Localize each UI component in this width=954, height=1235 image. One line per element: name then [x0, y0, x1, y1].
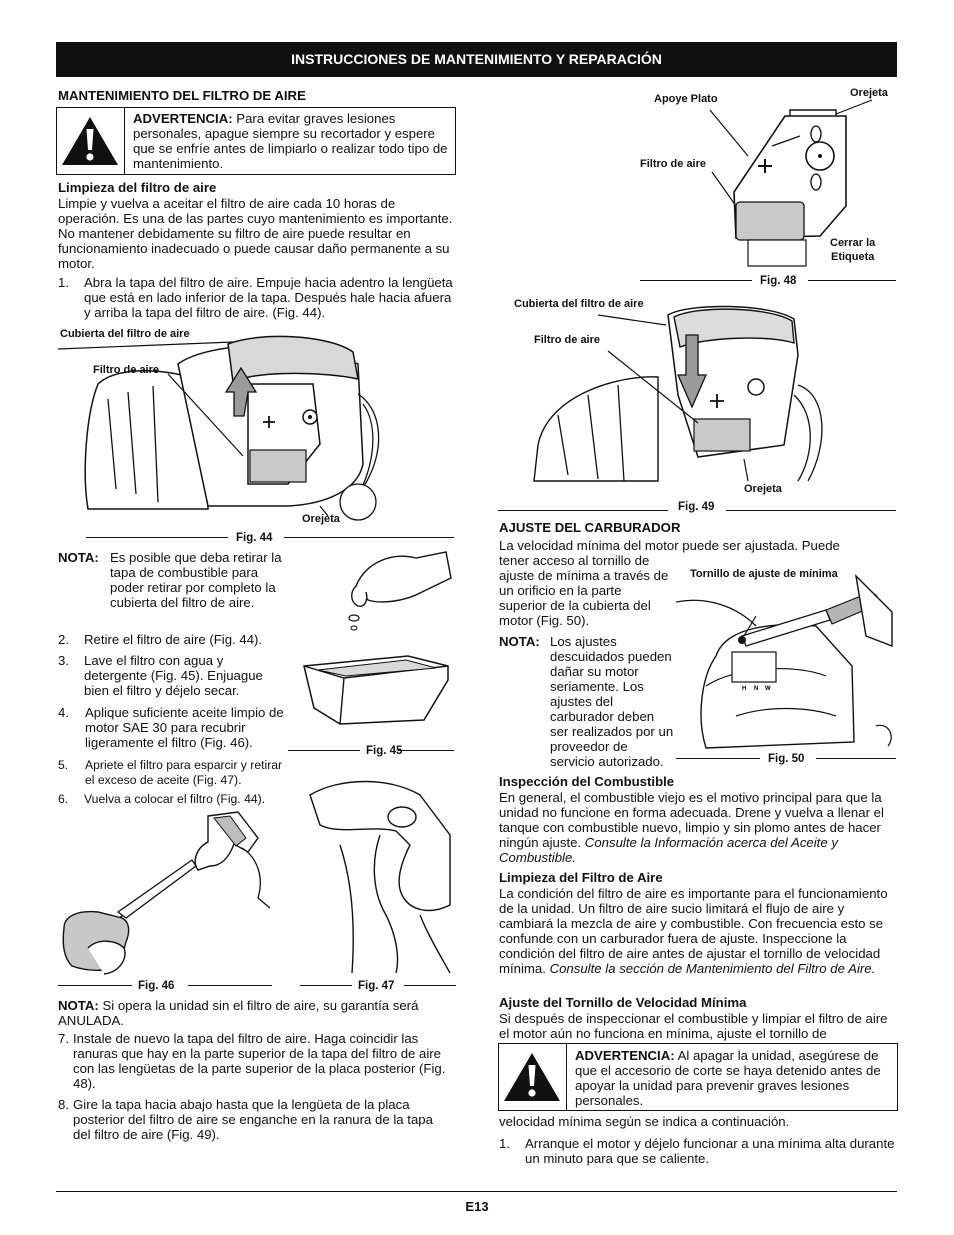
fig49-label-cover: Cubierta del filtro de aire	[514, 298, 644, 310]
figure-45	[296, 548, 454, 743]
figure-47	[300, 775, 456, 975]
carburetor-para-line1: La velocidad mínima del motor puede ser …	[499, 538, 840, 553]
fig50-caption: Fig. 50	[768, 753, 805, 765]
fig48-label-tab: Orejeta	[850, 87, 888, 99]
figure-44: Cubierta del filtro de aire Filtro de ai…	[57, 324, 454, 544]
fig48-label-tag: Etiqueta	[831, 251, 875, 263]
step-8: 8. Gire la tapa hacia abajo hasta que la…	[58, 1097, 433, 1142]
warning-box-1: ADVERTENCIA: Para evitar graves lesiones…	[56, 107, 456, 175]
step-7: 7. Instale de nuevo la tapa del filtro d…	[58, 1031, 446, 1091]
step-4: 4. Aplique suficiente aceite limpio de m…	[58, 705, 284, 750]
step-1: 1. Abra la tapa del filtro de aire. Empu…	[58, 275, 453, 320]
figure-48: Apoye Plato Orejeta Filtro de aire Cerra…	[640, 86, 896, 272]
carburetor-para-rest: tener acceso al tornillo de ajuste de mí…	[499, 553, 669, 628]
page-number: E13	[465, 1199, 489, 1214]
subheading-filter-cleaning: Limpieza del filtro de aire	[58, 180, 217, 195]
fig47-caption: Fig. 47	[358, 980, 395, 992]
note-2: NOTA: Si opera la unidad sin el filtro d…	[58, 998, 419, 1028]
filter-cover-closing-illustration	[533, 305, 823, 482]
paragraph-filter-intro: Limpie y vuelva a aceitar el filtro de a…	[58, 196, 453, 271]
air-filter-cover-illustration	[57, 335, 380, 521]
fig46-caption: Fig. 46	[138, 980, 175, 992]
fuel-inspection-para: En general, el combustible viejo es el m…	[499, 790, 884, 865]
carb-note-label: NOTA:	[499, 634, 540, 649]
page-header: INSTRUCCIONES DE MANTENIMIENTO Y REPARAC…	[56, 42, 897, 77]
subheading-air-filter-cleaning: Limpieza del Filtro de Aire	[499, 870, 663, 885]
warning-text: Para evitar graves lesiones personales, …	[133, 111, 448, 171]
fig50-label-screw: Tornillo de ajuste de mínima	[690, 568, 838, 580]
fig44-label-filter: Filtro de aire	[93, 364, 160, 376]
oil-squeeze-bottle-illustration	[62, 811, 271, 975]
warning-label: ADVERTENCIA:	[575, 1048, 675, 1063]
step-3: 3. Lave el filtro con agua y detergente …	[58, 653, 263, 698]
fig49-label-tab: Orejeta	[744, 483, 782, 495]
idle-screw-para: Si después de inspeccionar el combustibl…	[499, 1011, 888, 1041]
svg-text:H: H	[742, 686, 746, 692]
fig44-label-tab: Orejeta	[302, 513, 340, 525]
fig49-label-filter: Filtro de aire	[534, 334, 601, 346]
svg-text:N: N	[754, 686, 758, 692]
fig45-caption: Fig. 45	[366, 745, 403, 757]
fig48-label-filter: Filtro de aire	[640, 158, 707, 170]
warning-text: Al apagar la unidad, asegúrese de que el…	[575, 1048, 881, 1108]
right-step-1: 1. Arranque el motor y déjelo funcionar …	[499, 1136, 895, 1166]
fig44-caption: Fig. 44	[236, 532, 273, 544]
step-2: 2. Retire el filtro de aire (Fig. 44).	[58, 632, 263, 647]
step-6: 6. Vuelva a colocar el filtro (Fig. 44).	[58, 792, 266, 806]
filter-backplate-illustration	[709, 99, 873, 267]
section-title-carburetor: AJUSTE DEL CARBURADOR	[499, 520, 681, 535]
step-5: 5. Apriete el filtro para esparcir y ret…	[58, 758, 283, 787]
fig48-label-plate: Apoye Plato	[654, 93, 718, 105]
air-filter-cleaning-para: La condición del filtro de aire es impor…	[499, 886, 888, 976]
section-title-air-filter: MANTENIMIENTO DEL FILTRO DE AIRE	[58, 88, 306, 103]
svg-text:W: W	[765, 686, 771, 692]
figure-50: H N W Tornillo de ajuste de mínima	[675, 566, 896, 752]
subheading-idle-screw: Ajuste del Tornillo de Velocidad Mínima	[499, 995, 747, 1010]
note-1-label: NOTA:	[58, 550, 99, 565]
warning-box-2: ADVERTENCIA: Al apagar la unidad, asegúr…	[498, 1043, 898, 1111]
figure-46	[58, 808, 272, 976]
figure-49: Cubierta del filtro de aire Filtro de ai…	[498, 295, 898, 495]
footer-rule	[56, 1191, 897, 1192]
fig48-label-close: Cerrar la	[830, 237, 876, 249]
filter-squeeze-hands-illustration	[309, 780, 451, 974]
warning-label: ADVERTENCIA:	[133, 111, 233, 126]
warning-triangle-icon	[62, 117, 118, 165]
fig44-label-cover: Cubierta del filtro de aire	[60, 328, 190, 340]
warning-triangle-icon	[504, 1053, 560, 1101]
idle-screw-adjustment-illustration: H N W	[675, 573, 893, 749]
fig48-caption: Fig. 48	[760, 275, 797, 287]
carb-note-text: Los ajustes descuidados pueden dañar su …	[550, 634, 674, 769]
subheading-fuel-inspection: Inspección del Combustible	[499, 774, 675, 789]
filter-washing-illustration	[303, 551, 452, 725]
note-1-text: Es posible que deba retirar la tapa de c…	[110, 550, 282, 610]
fig49-caption: Fig. 49	[678, 501, 715, 513]
idle-screw-para-cont: velocidad mínima según se indica a conti…	[499, 1114, 790, 1129]
